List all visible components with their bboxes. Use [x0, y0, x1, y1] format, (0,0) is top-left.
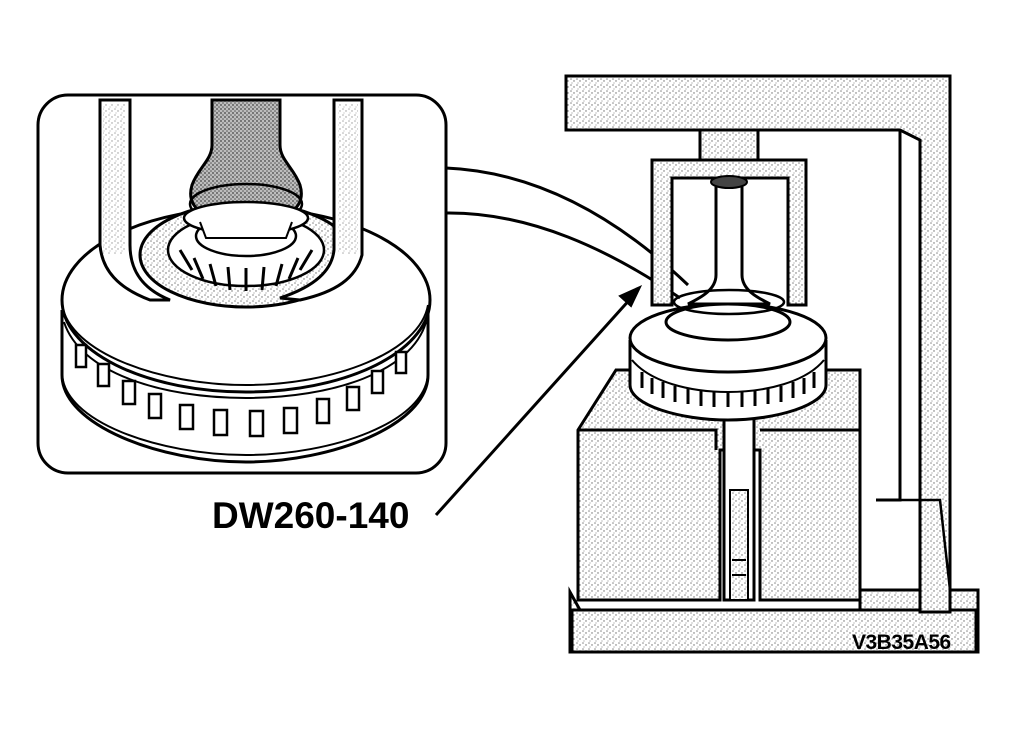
inset-bearing-cage: [178, 249, 314, 291]
tool-number-label: DW260-140: [212, 495, 410, 536]
press-drum-slots: [640, 372, 816, 407]
press-tool-cone: [687, 176, 771, 306]
callout-arrow: [434, 284, 643, 517]
press-ram: [698, 128, 760, 162]
inset-drum-slots: [74, 343, 408, 438]
main-press: [564, 74, 980, 654]
press-tool-cage: [650, 158, 808, 307]
inset-leader-lower: [445, 211, 681, 300]
detail-inset: [36, 93, 448, 475]
figure-code-label: V3B35A56: [852, 631, 951, 654]
